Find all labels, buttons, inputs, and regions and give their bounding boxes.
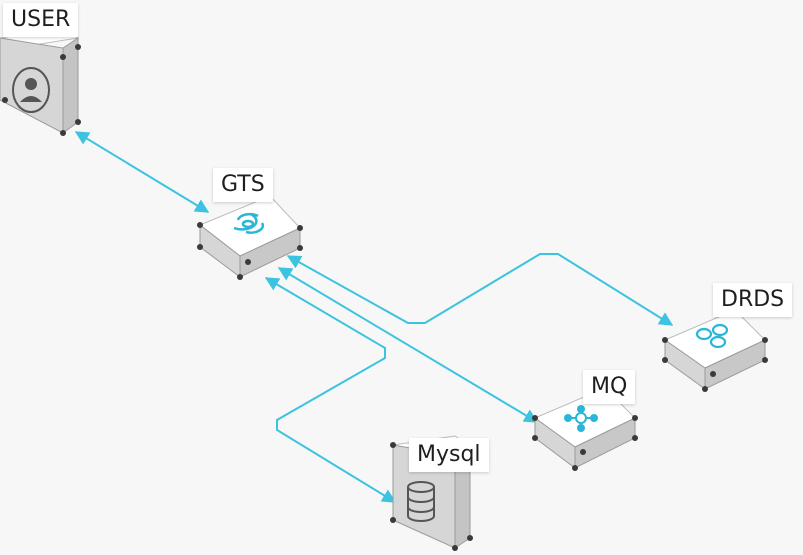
spinner-swirl-icon <box>233 212 265 234</box>
connectors <box>74 131 674 503</box>
user-label: USER <box>3 3 79 37</box>
mysql-label: Mysql <box>409 438 489 472</box>
connector-user-gts <box>74 131 210 213</box>
drds-label: DRDS <box>713 283 793 317</box>
mq-label: MQ <box>583 370 636 404</box>
database-icon <box>407 481 435 522</box>
user-avatar-icon <box>12 67 50 113</box>
gts-device[interactable] <box>197 195 303 280</box>
connector-gts-drds <box>286 253 674 326</box>
hexagon-cluster-icon <box>695 323 729 349</box>
message-hub-icon <box>564 405 598 432</box>
user-device[interactable] <box>0 27 81 136</box>
drds-device[interactable] <box>662 309 768 392</box>
connector-gts-mysql <box>264 277 397 503</box>
gts-label: GTS <box>213 168 273 202</box>
connector-gts-mq <box>277 267 539 423</box>
